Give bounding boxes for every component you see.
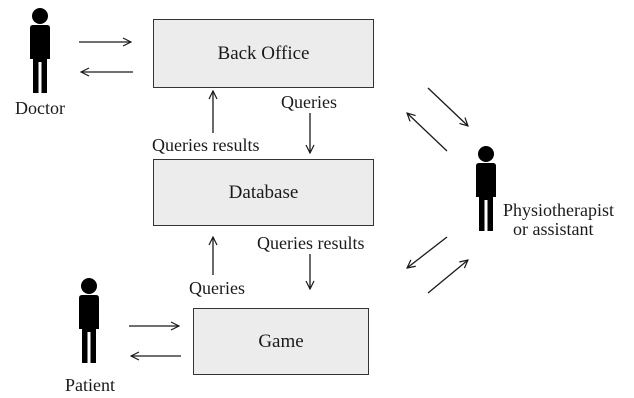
queries-label-bottom: Queries bbox=[189, 278, 245, 298]
game-box: Game bbox=[193, 308, 369, 375]
queries-results-label-top: Queries results bbox=[152, 135, 260, 155]
physiotherapist-label-line2: or assistant bbox=[513, 219, 594, 239]
arrow-backoffice-to-physio bbox=[427, 87, 468, 126]
arrow-physio-to-database bbox=[407, 236, 448, 268]
doctor-label: Doctor bbox=[15, 98, 65, 118]
patient-person-icon bbox=[79, 278, 99, 363]
physiotherapist-person-icon bbox=[476, 146, 496, 231]
arrow-physio-to-backoffice bbox=[407, 113, 448, 152]
doctor-person-icon bbox=[30, 8, 50, 93]
game-label: Game bbox=[258, 330, 304, 352]
physiotherapist-label-line1: Physiotherapist bbox=[503, 200, 614, 220]
back-office-box: Back Office bbox=[153, 19, 374, 88]
arrow-database-to-physio bbox=[427, 260, 468, 294]
patient-label: Patient bbox=[65, 375, 115, 395]
database-box: Database bbox=[153, 159, 374, 226]
queries-label-top: Queries bbox=[281, 92, 337, 112]
back-office-label: Back Office bbox=[217, 42, 310, 64]
queries-results-label-bottom: Queries results bbox=[257, 233, 365, 253]
database-label: Database bbox=[228, 181, 299, 203]
